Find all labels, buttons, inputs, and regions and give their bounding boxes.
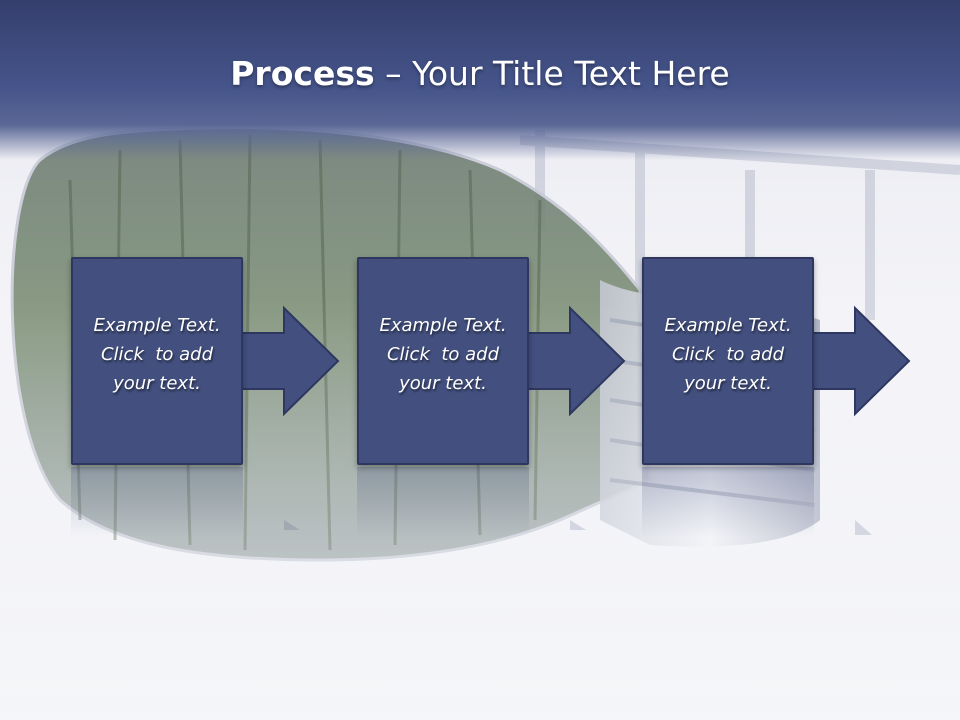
step-reflection: [357, 467, 529, 537]
slide-title[interactable]: Process – Your Title Text Here: [0, 52, 960, 96]
step-text-1[interactable]: Example Text. Click to add your text.: [71, 311, 243, 398]
title-bold: Process: [230, 54, 375, 93]
step-line: Click to add: [671, 344, 784, 365]
arrow-right-icon: [811, 305, 911, 417]
step-box-2[interactable]: [357, 257, 529, 465]
step-line: Example Text.: [93, 315, 221, 336]
title-band: [0, 0, 960, 160]
step-box-1[interactable]: [71, 257, 243, 465]
step-reflection: [642, 467, 814, 537]
step-line: your text.: [113, 373, 201, 394]
title-rest: – Your Title Text Here: [374, 54, 730, 93]
step-text-3[interactable]: Example Text. Click to add your text.: [642, 311, 814, 398]
arrow-right-icon: [526, 305, 626, 417]
step-line: your text.: [684, 373, 772, 394]
arrow-right-icon: [239, 305, 340, 417]
step-line: Click to add: [386, 344, 499, 365]
step-box-3[interactable]: [642, 257, 814, 465]
step-text-2[interactable]: Example Text. Click to add your text.: [357, 311, 529, 398]
step-line: Example Text.: [664, 315, 792, 336]
step-line: Example Text.: [379, 315, 507, 336]
step-reflection: [71, 467, 243, 537]
step-line: Click to add: [100, 344, 213, 365]
step-line: your text.: [399, 373, 487, 394]
